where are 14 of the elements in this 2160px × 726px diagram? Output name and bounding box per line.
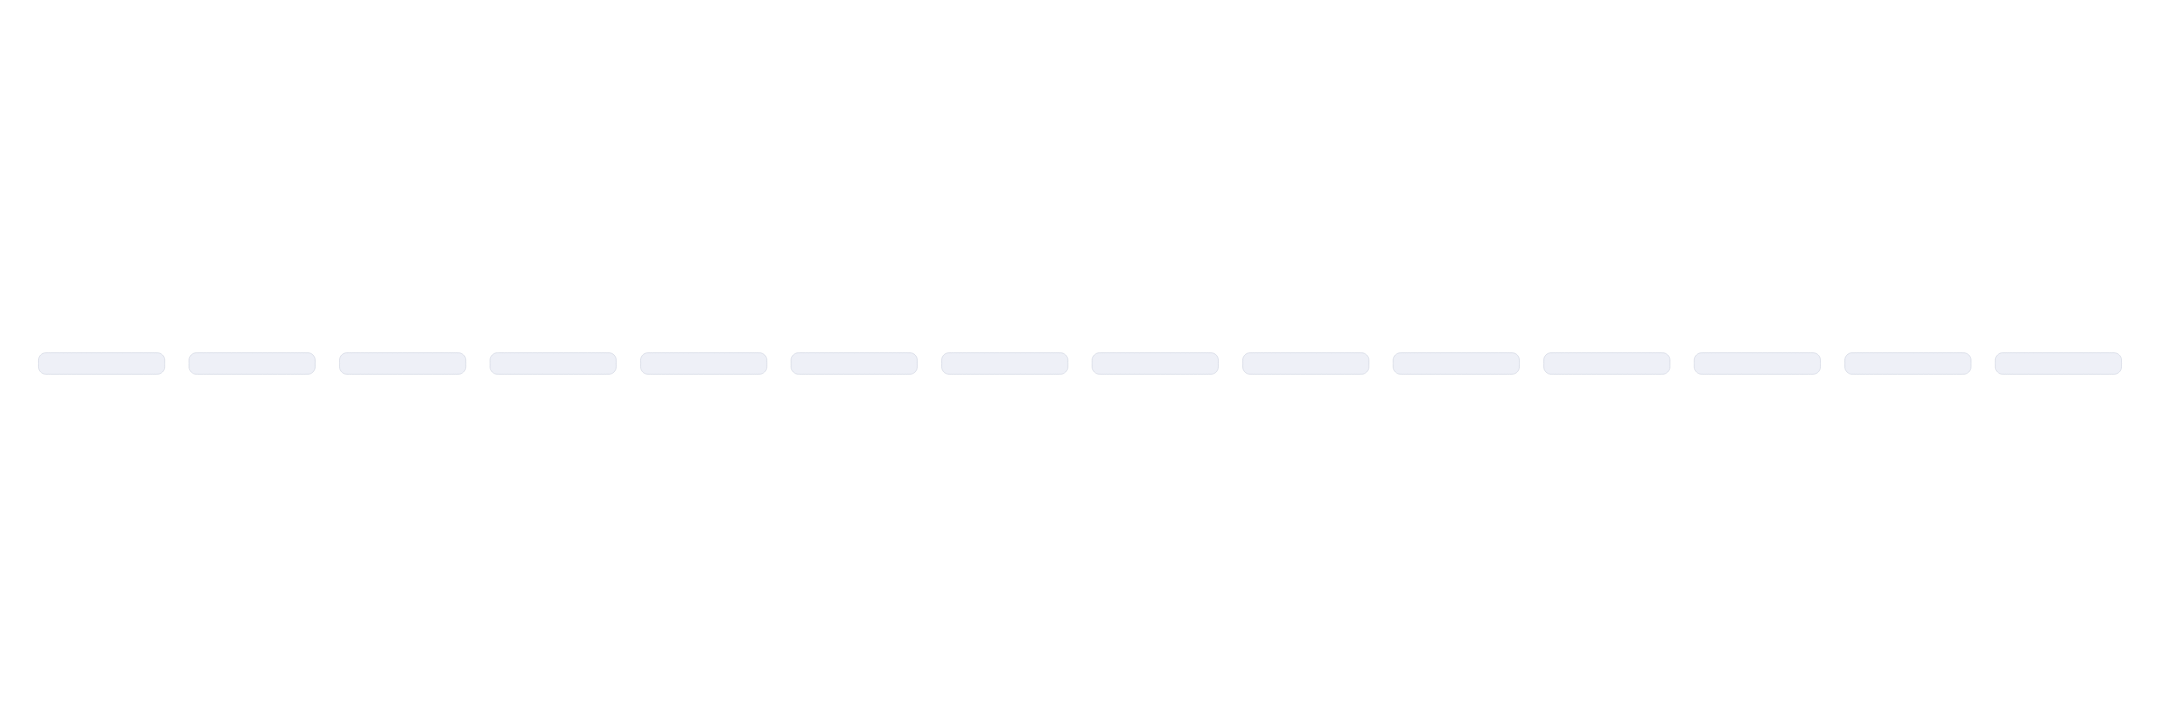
node-bar [339, 351, 467, 375]
node-bar [790, 351, 918, 375]
node-bar [188, 351, 316, 375]
node-bar [640, 351, 768, 375]
node-bar [941, 351, 1069, 375]
node-bar [1994, 351, 2122, 375]
node-bar [38, 351, 166, 375]
node-bar [489, 351, 617, 375]
node-bar [1844, 351, 1972, 375]
node-bar [1543, 351, 1671, 375]
node-bar [1242, 351, 1370, 375]
node-bar [1091, 351, 1219, 375]
node-bar [1693, 351, 1821, 375]
node-bar [1392, 351, 1520, 375]
